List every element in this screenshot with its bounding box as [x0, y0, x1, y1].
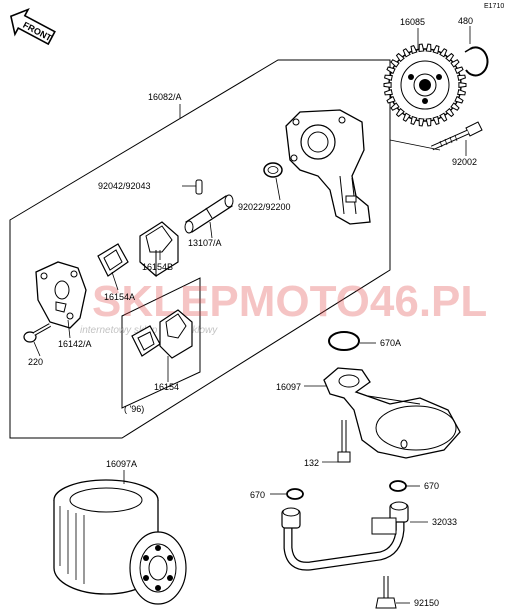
oil-pump-body-part [285, 109, 371, 225]
sprocket-tooth [410, 44, 418, 55]
oil-filter-part [53, 479, 187, 605]
label-670a: 670A [380, 338, 401, 348]
label-92022: 92022/92200 [238, 202, 291, 212]
sprocket-tooth [418, 43, 425, 53]
oring-670-right-part [389, 480, 407, 492]
oil-strainer-part [323, 367, 461, 459]
oil-pipe-part [281, 501, 409, 571]
sprocket-tooth [457, 89, 466, 96]
sprocket-tooth [418, 117, 425, 127]
bolt-132-part [337, 420, 351, 463]
label-32033: 32033 [432, 517, 457, 527]
sprocket-tooth [384, 74, 393, 81]
label-16154a: 16154A [104, 292, 135, 302]
sprocket-tooth [454, 66, 464, 75]
label-92150: 92150 [414, 598, 439, 608]
sprocket-tooth [395, 107, 405, 118]
label-132: 132 [304, 458, 319, 468]
oring-670a-part [328, 331, 360, 351]
cover-part [35, 261, 87, 329]
sprocket-tooth [410, 115, 418, 126]
label-16154b: 16154B [142, 262, 173, 272]
sprocket-tooth [395, 52, 405, 63]
label-92002: 92002 [452, 157, 477, 167]
label-16085: 16085 [400, 17, 425, 27]
sprocket-tooth [402, 48, 411, 58]
shaft-part [184, 194, 234, 234]
leader-lines [33, 26, 471, 604]
sprocket-tooth [390, 102, 400, 111]
rotor-16154a-part [97, 243, 129, 277]
sprocket-tooth [450, 59, 460, 68]
sprocket-tooth [383, 82, 392, 88]
sprocket-tooth [454, 95, 464, 104]
label-16142: 16142/A [58, 339, 92, 349]
label-670-right: 670 [424, 481, 439, 491]
label-16082: 16082/A [148, 92, 182, 102]
sub-bracket-96 [121, 277, 201, 409]
screw-220-part [23, 323, 51, 343]
bolt-92150-part [375, 576, 397, 609]
sprocket-tooth [386, 95, 396, 104]
sprocket-tooth [450, 102, 460, 111]
label-96: ( '96) [124, 404, 144, 414]
rotor-16154b-part [139, 221, 179, 278]
label-16097a: 16097A [106, 459, 137, 469]
front-arrow-icon: FRONT [9, 8, 56, 46]
label-92042: 92042/92043 [98, 181, 151, 191]
sprocket-tooth [425, 117, 432, 127]
sprocket-tooth [445, 107, 455, 118]
oring-670-left-part [286, 488, 304, 500]
sprocket-part [383, 43, 467, 127]
sprocket-tooth [432, 44, 440, 55]
sprocket-tooth [457, 74, 466, 81]
label-16154: 16154 [154, 382, 179, 392]
sprocket-tooth [445, 52, 455, 63]
sprocket-tooth [425, 43, 432, 53]
sprocket-tooth [439, 112, 448, 122]
bolt-92002-part [430, 121, 483, 151]
sprocket-tooth [439, 48, 448, 58]
label-13107: 13107/A [188, 238, 222, 248]
assembly-bracket [9, 59, 391, 439]
rotor-16154-part [131, 309, 193, 359]
watermark-brand: SKLEPMOTO46.PL [92, 277, 487, 326]
sprocket-tooth [402, 112, 411, 122]
part-labels: 16082/A 16085 480 92002 92042/92043 9202… [28, 16, 477, 608]
sprocket-tooth [458, 82, 467, 88]
label-670-left: 670 [250, 490, 265, 500]
sprocket-tooth [384, 89, 393, 96]
sprocket-tooth [432, 115, 440, 126]
figure-code: E1710 [484, 3, 504, 10]
label-16097: 16097 [276, 382, 301, 392]
pin-part [195, 179, 203, 195]
label-220: 220 [28, 357, 43, 367]
circlip-part [464, 46, 489, 77]
sprocket-tooth [386, 66, 396, 75]
sprocket-tooth [390, 59, 400, 68]
label-480: 480 [458, 16, 473, 26]
oring-92022-part [263, 162, 283, 178]
